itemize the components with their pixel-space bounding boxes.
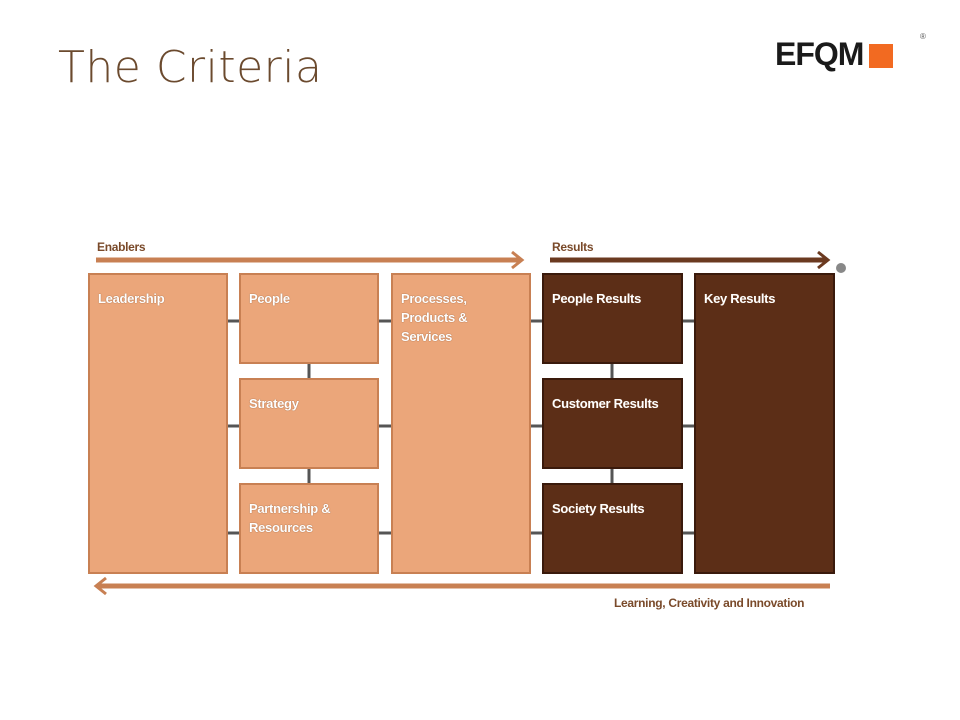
- leadership-box: Leadership: [88, 273, 228, 574]
- slide-title: The Criteria: [58, 42, 323, 93]
- society-results-box: Society Results: [542, 483, 683, 574]
- connectors: [228, 319, 695, 535]
- registered-mark: ®: [920, 32, 926, 41]
- learning-arrow: [93, 576, 830, 596]
- partnership-resources-label: Partnership & Resources: [249, 501, 331, 535]
- processes-box: Processes, Products & Services: [391, 273, 531, 574]
- people-results-label: People Results: [552, 291, 641, 306]
- leadership-label: Leadership: [98, 291, 165, 306]
- people-box: People: [239, 273, 379, 364]
- key-results-label: Key Results: [704, 291, 776, 306]
- people-results-box: People Results: [542, 273, 683, 364]
- results-arrow: [550, 250, 831, 270]
- society-results-label: Society Results: [552, 501, 645, 516]
- partnership-resources-box: Partnership & Resources: [239, 483, 379, 574]
- logo-square-icon: [869, 43, 894, 68]
- results-label: Results: [552, 240, 594, 254]
- people-label: People: [249, 291, 290, 306]
- processes-label: Processes, Products & Services: [401, 291, 468, 344]
- strategy-label: Strategy: [249, 396, 299, 411]
- marker-dot: [836, 263, 846, 273]
- enablers-arrow: [96, 250, 525, 270]
- enablers-label: Enablers: [97, 240, 146, 254]
- learning-label: Learning, Creativity and Innovation: [614, 596, 805, 610]
- key-results-box: Key Results: [694, 273, 835, 574]
- strategy-box: Strategy: [239, 378, 379, 469]
- efqm-logo: EFQM ®: [775, 32, 926, 73]
- logo-text: EFQM: [775, 36, 864, 72]
- customer-results-label: Customer Results: [552, 396, 659, 411]
- customer-results-box: Customer Results: [542, 378, 683, 469]
